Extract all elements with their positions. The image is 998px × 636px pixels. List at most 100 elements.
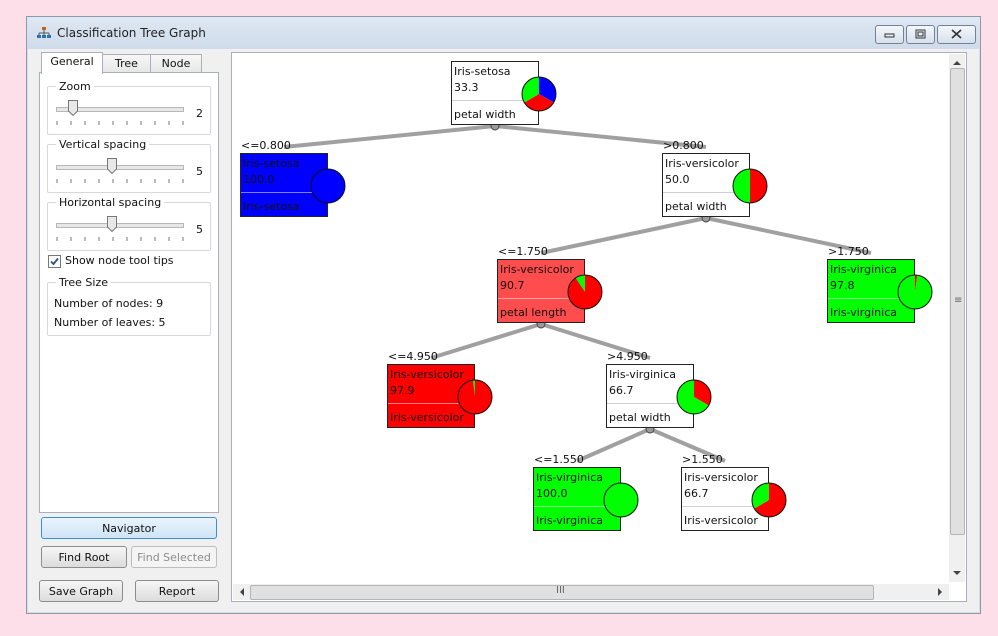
tree-size-leaves: Number of leaves: 5 [54, 316, 166, 329]
branch-condition-label: >1.550 [682, 453, 723, 466]
node-divider [388, 403, 460, 404]
class-distribution-pie [521, 76, 557, 112]
find-root-button[interactable]: Find Root [41, 546, 127, 568]
pie-outline [567, 274, 603, 310]
zoom-value: 2 [196, 107, 203, 120]
branch-condition-label: <=4.950 [388, 350, 438, 363]
branch-condition-label: <=1.550 [534, 453, 584, 466]
tab-general[interactable]: General [41, 52, 103, 74]
pie-slice-versicolor [524, 94, 554, 111]
navigator-button[interactable]: Navigator [41, 517, 217, 539]
node-split-label: Iris-virginica [536, 514, 603, 527]
horizontal-spacing-slider-ticks [56, 237, 184, 241]
node-split-label: petal width [454, 108, 516, 121]
pie-outline [310, 168, 346, 204]
tree-edges [283, 121, 872, 463]
class-distribution-pie [457, 379, 493, 415]
node-percentage: 33.3 [454, 81, 479, 94]
horizontal-spacing-group: Horizontal spacing 5 [47, 196, 211, 251]
branch-condition-label: >0.800 [663, 139, 704, 152]
vertical-scroll-thumb[interactable]: ≡ [950, 68, 965, 535]
branch-condition-label: <=1.750 [498, 245, 548, 258]
node-percentage: 50.0 [665, 173, 690, 186]
horizontal-spacing-label: Horizontal spacing [56, 196, 165, 209]
node-divider [498, 298, 570, 299]
vertical-spacing-group: Vertical spacing 5 [47, 138, 211, 193]
node-split-label: Iris-setosa [243, 200, 300, 213]
node-split-label: Iris-versicolor [390, 411, 464, 424]
zoom-group: Zoom 2 [47, 80, 211, 135]
tree-edge [649, 427, 726, 463]
pie-outline [603, 482, 639, 518]
minimize-button[interactable] [875, 25, 904, 44]
node-split-label: Iris-versicolor [684, 514, 758, 527]
node-divider [534, 506, 606, 507]
maximize-button[interactable] [906, 25, 935, 44]
node-percentage: 100.0 [536, 487, 568, 500]
tab-tree[interactable]: Tree [102, 54, 151, 73]
pie-slice-virginica [898, 275, 932, 309]
node-percentage: 97.9 [390, 384, 415, 397]
node-divider [663, 192, 735, 193]
report-button[interactable]: Report [135, 580, 219, 602]
pie-slice-setosa [311, 169, 345, 203]
node-percentage: 100.0 [243, 173, 275, 186]
horizontal-scroll-thumb[interactable]: III [250, 585, 874, 600]
pie-slice-versicolor [915, 275, 918, 292]
pie-outline [897, 274, 933, 310]
scroll-right-icon[interactable] [933, 584, 947, 600]
branch-condition-label: >1.750 [828, 245, 869, 258]
zoom-slider-thumb[interactable] [68, 100, 78, 116]
vertical-spacing-label: Vertical spacing [56, 138, 150, 151]
node-percentage: 97.8 [830, 279, 855, 292]
pie-slice-virginica [733, 169, 750, 203]
pie-slice-virginica [472, 380, 475, 397]
horizontal-scrollbar[interactable]: III [233, 584, 949, 600]
close-button[interactable] [937, 25, 976, 44]
zoom-slider-ticks [56, 121, 184, 125]
scroll-down-icon[interactable] [949, 566, 965, 580]
vertical-spacing-slider-track[interactable] [56, 165, 184, 170]
show-tooltips-label: Show node tool tips [65, 254, 174, 267]
node-percentage: 66.7 [609, 384, 634, 397]
show-tooltips-checkbox[interactable] [48, 255, 61, 268]
pie-outline [457, 379, 493, 415]
horizontal-spacing-slider-thumb[interactable] [107, 216, 117, 232]
pie-slice-virginica [604, 483, 638, 517]
vertical-spacing-slider-thumb[interactable] [107, 158, 117, 174]
node-class-label: Iris-virginica [830, 263, 897, 276]
class-distribution-pie [603, 482, 639, 518]
node-class-label: Iris-versicolor [500, 263, 574, 276]
horizontal-spacing-value: 5 [196, 223, 203, 236]
class-distribution-pie [567, 274, 603, 310]
horizontal-spacing-slider-track[interactable] [56, 223, 184, 228]
scroll-up-icon[interactable] [949, 56, 965, 70]
node-class-label: Iris-setosa [454, 65, 511, 78]
vertical-scrollbar[interactable]: ≡ [949, 54, 965, 582]
tree-edge [540, 216, 707, 255]
node-percentage: 66.7 [684, 487, 709, 500]
pie-outline [751, 482, 787, 518]
zoom-slider-track[interactable] [56, 107, 184, 112]
scroll-left-icon[interactable] [235, 584, 249, 600]
node-class-label: Iris-virginica [609, 368, 676, 381]
main-window: Classification Tree Graph General Tree N… [26, 16, 981, 614]
find-selected-button[interactable]: Find Selected [131, 546, 217, 568]
pie-slice-virginica [677, 380, 709, 414]
save-graph-button[interactable]: Save Graph [39, 580, 123, 602]
tree-size-group: Tree Size Number of nodes: 9 Number of l… [47, 276, 211, 336]
minimize-icon [884, 33, 895, 38]
branch-condition-label: >4.950 [607, 350, 648, 363]
pie-outline [676, 379, 712, 415]
vertical-spacing-slider-ticks [56, 179, 184, 183]
tab-node[interactable]: Node [150, 54, 202, 73]
tree-app-icon [37, 27, 51, 38]
tree-edge [283, 124, 496, 149]
node-divider [682, 506, 754, 507]
tree-size-label: Tree Size [56, 276, 111, 289]
